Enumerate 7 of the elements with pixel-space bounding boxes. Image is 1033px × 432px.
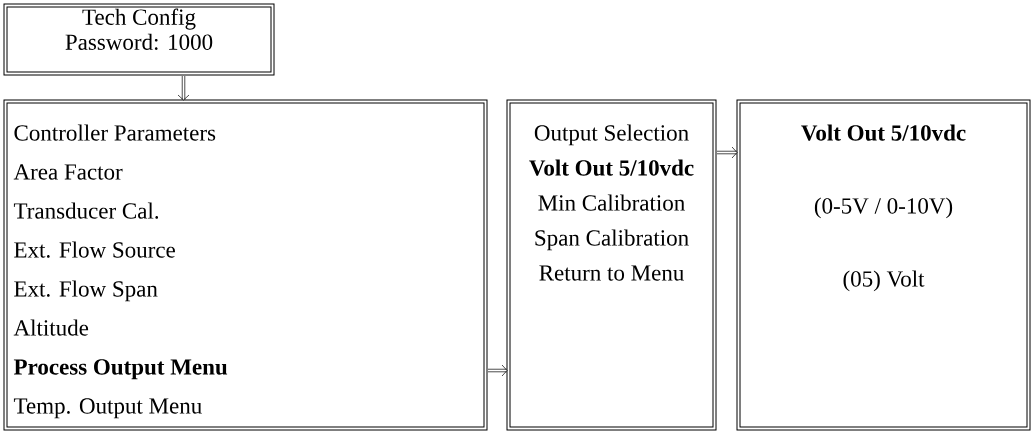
arrow [177, 75, 190, 101]
menu-box: Volt Out 5/10vdc (0-5V / 0-10V) (05) Volt [736, 99, 1031, 431]
menu-box: Controller Parameters Area Factor Transducer Cal. Ext. Flow Source Ext. Flow Span Altitude Process Output Menu Temp. Output Menu [3, 99, 488, 431]
arrow [716, 146, 738, 159]
title-box: Tech Config Password: 1000 [3, 3, 275, 76]
arrow [487, 364, 508, 377]
menu-box: Output Selection Volt Out 5/10vdc Min Calibration Span Calibration Return to Menu [506, 99, 717, 431]
